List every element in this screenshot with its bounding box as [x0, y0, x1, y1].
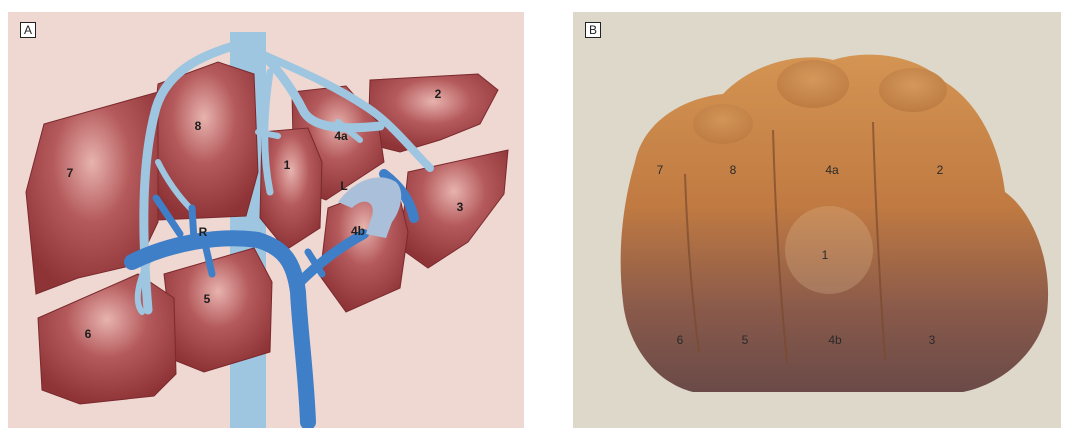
panel-a-tag: A	[20, 22, 36, 38]
finger-label-5: 5	[742, 333, 749, 347]
portal-left-label: L	[340, 179, 347, 193]
portal-right-label: R	[199, 225, 208, 239]
segment-8-label: 8	[195, 119, 202, 133]
segment-2-label: 2	[435, 87, 442, 101]
panel-b-tag: B	[585, 22, 601, 38]
finger-label-4a: 4a	[825, 163, 838, 177]
finger-label-8: 8	[730, 163, 737, 177]
finger-label-3: 3	[929, 333, 936, 347]
finger-label-1: 1	[822, 248, 829, 262]
fist-illustration	[573, 12, 1061, 428]
segment-6-label: 6	[85, 327, 92, 341]
finger-label-4b: 4b	[828, 333, 841, 347]
segment-4a-label: 4a	[334, 129, 347, 143]
segment-7-label: 7	[67, 166, 74, 180]
panel-a-liver-diagram: A 2 8 4a 7 1 L 3 R 4b 5 6	[8, 12, 524, 428]
segment-1-overlay	[785, 206, 873, 294]
segment-5-label: 5	[204, 292, 211, 306]
panel-b-fist-photo: B 7 8 4a 2 1 6 5 4b 3	[573, 12, 1061, 428]
segment-3-label: 3	[457, 200, 464, 214]
segment-1-label: 1	[284, 158, 291, 172]
finger-label-6: 6	[677, 333, 684, 347]
finger-label-2: 2	[937, 163, 944, 177]
finger-label-7: 7	[657, 163, 664, 177]
segment-4b-label: 4b	[351, 224, 365, 238]
liver-illustration	[8, 12, 524, 428]
